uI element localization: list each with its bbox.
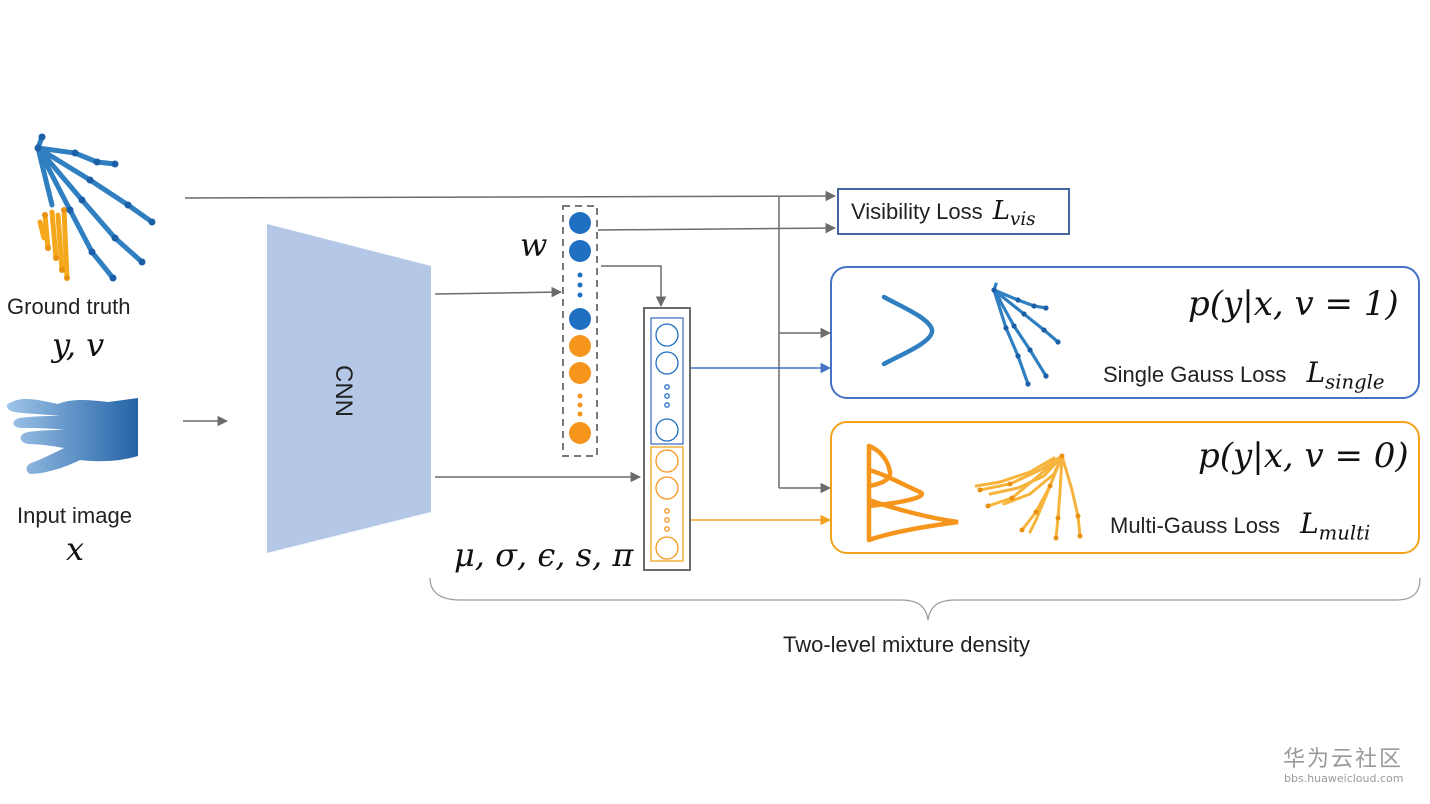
params-multi-nodes <box>655 449 679 560</box>
multi-hand-skeleton-icon <box>974 453 1083 541</box>
w-to-params-arrow <box>601 265 667 308</box>
multi-formula: p(y|x, v = 0) <box>1198 436 1409 476</box>
input-image-label: Input image <box>17 503 132 528</box>
watermark-brand: 华为云社区 <box>1283 747 1404 772</box>
visibility-loss-symbol-sub: vis <box>1010 209 1036 231</box>
multi-loss-symbol-main: L <box>1300 507 1319 540</box>
params-label: μ, σ, ϵ, s, π <box>454 536 634 574</box>
single-loss-symbol-main: L <box>1306 356 1326 389</box>
multi-gauss-panel <box>830 421 1420 554</box>
params-multi-box <box>650 446 684 562</box>
multi-loss-text: Multi-Gauss Loss <box>1110 513 1280 538</box>
visibility-loss-box <box>837 188 1070 235</box>
single-loss-label: Single Gauss Loss Lsingle <box>1103 356 1385 394</box>
visibility-loss-text: Visibility Loss <box>851 199 983 224</box>
single-hand-skeleton-icon <box>991 282 1061 387</box>
multi-loss-symbol: Lmulti <box>1300 507 1370 545</box>
single-gauss-panel <box>830 266 1420 399</box>
single-formula: p(y|x, v = 1) <box>1188 284 1399 324</box>
w-vector-box <box>562 205 598 457</box>
gt-to-visibility-arrow <box>184 190 837 202</box>
single-loss-text: Single Gauss Loss <box>1103 362 1287 387</box>
w-vector-nodes <box>569 212 591 444</box>
ground-truth-label: Ground truth <box>7 294 131 319</box>
visibility-loss-symbol: Lvis <box>992 196 1036 230</box>
visibility-loss-label: Visibility Loss Lvis <box>851 196 1035 230</box>
params-column-box <box>643 307 691 571</box>
params-single-nodes <box>655 323 679 442</box>
single-loss-symbol: Lsingle <box>1306 356 1385 394</box>
single-gaussian-curve-icon <box>881 294 935 367</box>
single-loss-symbol-sub: single <box>1325 370 1385 394</box>
ground-truth-math: y, v <box>52 326 105 364</box>
multi-gaussian-curves-icon <box>866 443 959 543</box>
cnn-block <box>267 224 431 553</box>
w-label: w <box>520 226 548 264</box>
multi-loss-label: Multi-Gauss Loss Lmulti <box>1110 507 1370 545</box>
ground-truth-skeleton-icon <box>34 133 156 282</box>
watermark-url: bbs.huaweicloud.com <box>1284 772 1404 785</box>
mixture-density-brace <box>429 577 1421 621</box>
w-to-visibility-arrow <box>597 222 837 234</box>
input-depth-hand-icon <box>6 398 138 474</box>
params-single-box <box>650 317 684 445</box>
visibility-loss-symbol-main: L <box>992 196 1011 226</box>
multi-loss-symbol-sub: multi <box>1318 521 1371 545</box>
cnn-label: CNN <box>330 365 357 417</box>
mixture-density-label: Two-level mixture density <box>783 632 1030 657</box>
cnn-to-w-arrow <box>434 286 563 298</box>
input-image-math: x <box>66 530 85 568</box>
